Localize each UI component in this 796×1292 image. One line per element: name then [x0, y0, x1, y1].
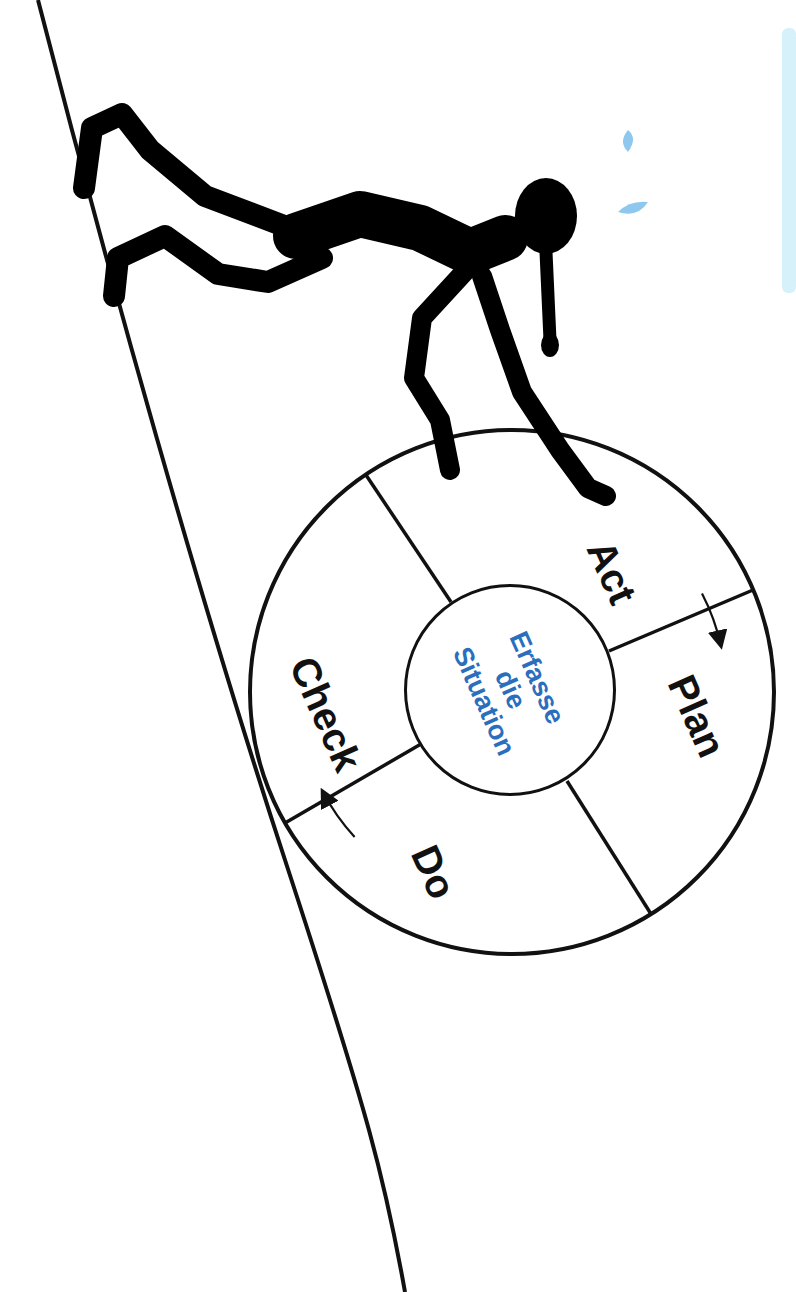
- sweat-drop: [623, 130, 633, 152]
- torso: [296, 214, 505, 252]
- leg: [84, 114, 300, 232]
- arm: [414, 268, 468, 470]
- center-circle: Erfasse die Situation: [404, 584, 616, 796]
- head: [515, 178, 577, 254]
- cycle-arrow: [323, 791, 355, 837]
- pale-panel: [782, 28, 796, 293]
- sector-divider: [609, 590, 753, 651]
- drip: [541, 333, 559, 357]
- drip: [546, 252, 550, 340]
- figure-silhouette: [84, 114, 606, 496]
- sector-divider: [567, 781, 651, 914]
- sweat-drop: [618, 202, 648, 214]
- sector-divider: [366, 475, 451, 602]
- center-text: Erfasse die Situation: [443, 612, 577, 768]
- pdca-wheel: [250, 430, 774, 954]
- cycle-arrow: [702, 594, 721, 647]
